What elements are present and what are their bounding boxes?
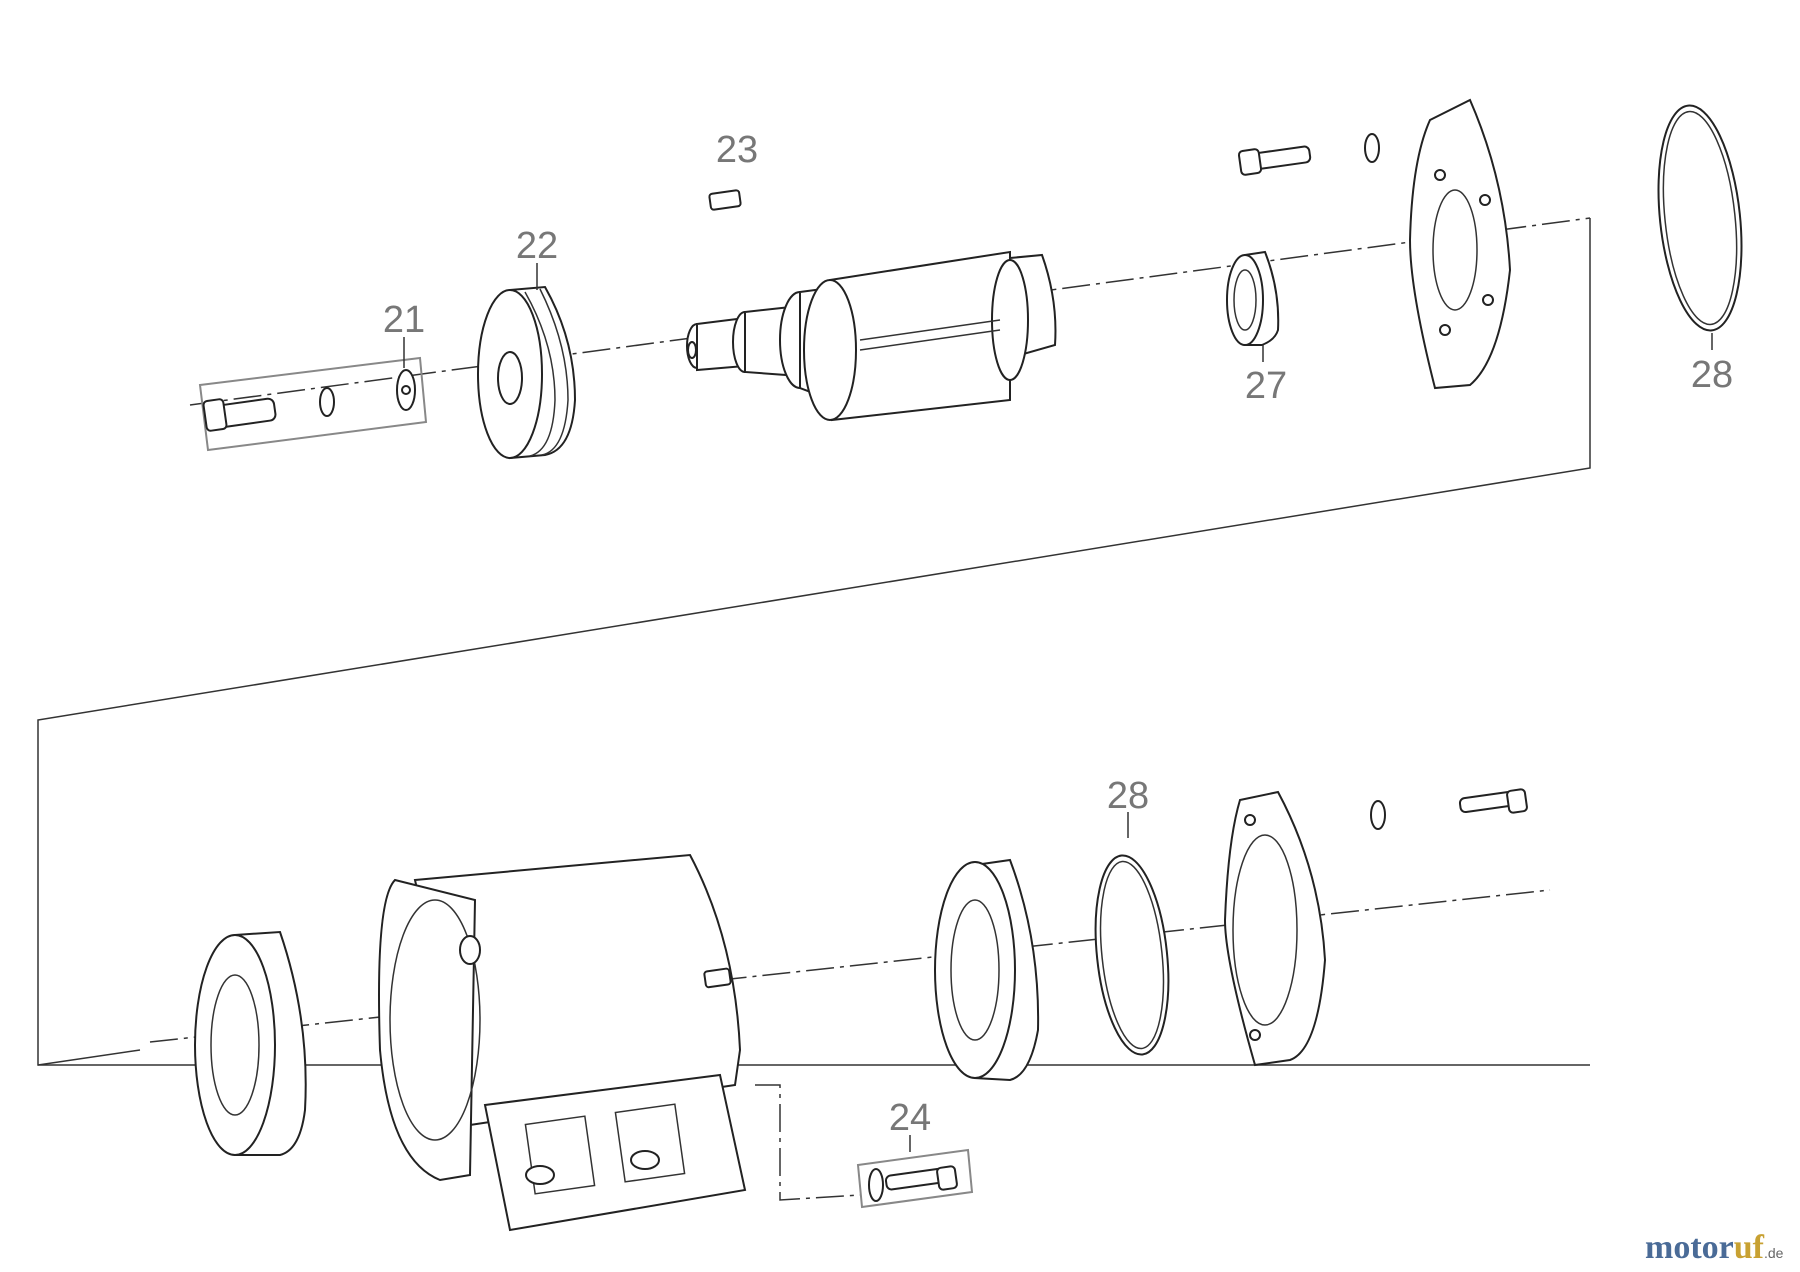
label-24: 24 <box>889 1097 931 1139</box>
left-ball-bearing <box>194 930 307 1156</box>
part-24-screw-set <box>856 1148 974 1209</box>
rotor-shaft <box>686 250 1057 422</box>
label-21: 21 <box>383 299 425 341</box>
label-28-top: 28 <box>1691 354 1733 396</box>
motor-housing <box>378 853 747 1232</box>
label-27: 27 <box>1245 365 1287 407</box>
label-28-bottom: 28 <box>1107 775 1149 817</box>
watermark-logo: motoruf.de <box>1645 1229 1784 1266</box>
bottom-axis-line <box>149 889 1551 1043</box>
right-ball-bearing <box>934 858 1040 1082</box>
housing-ground-link <box>755 1084 861 1201</box>
part-27-bearing <box>1226 250 1280 346</box>
connector-frame-bottom <box>37 1049 141 1066</box>
part-21-screw-set <box>198 356 428 452</box>
label-23: 23 <box>716 129 758 171</box>
part-22-pulley <box>477 285 577 460</box>
label-22: 22 <box>516 225 558 267</box>
top-flange-plate <box>1408 98 1512 390</box>
part-23-key <box>708 189 742 211</box>
part-28-top-oring <box>1657 104 1743 332</box>
top-flange-screw <box>1237 133 1380 176</box>
part-28-bottom-oring <box>1094 854 1170 1056</box>
bottom-flange-plate <box>1223 790 1327 1067</box>
bottom-flange-screw <box>1370 788 1528 830</box>
